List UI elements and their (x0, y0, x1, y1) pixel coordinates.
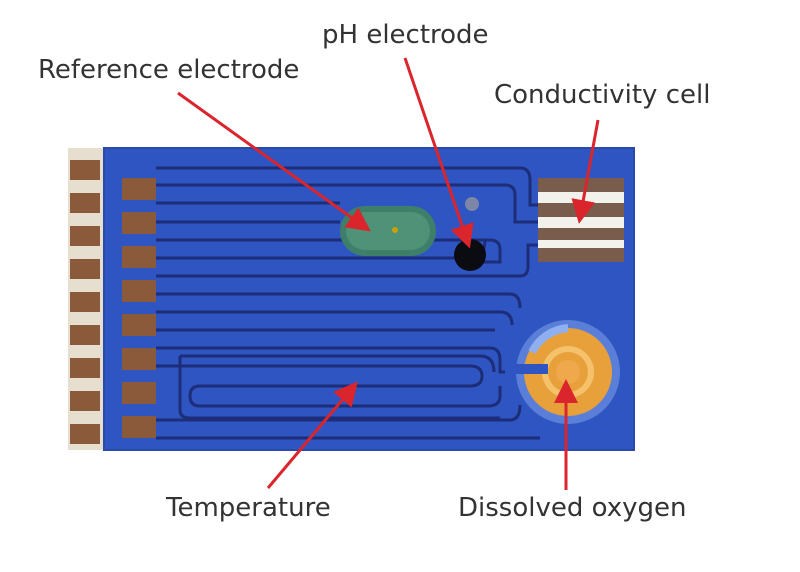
temperature-label: Temperature (166, 495, 331, 521)
conductivity-cell-label: Conductivity cell (494, 82, 710, 108)
ph-electrode (454, 239, 486, 271)
ph-electrode-label: pH electrode (322, 22, 489, 48)
contact-pads (70, 160, 100, 444)
marker-dot (465, 197, 479, 211)
reference-electrode (340, 206, 436, 256)
reference-electrode-label: Reference electrode (38, 57, 299, 83)
conductivity-cell (538, 178, 624, 262)
dissolved-oxygen-label: Dissolved oxygen (458, 495, 686, 521)
